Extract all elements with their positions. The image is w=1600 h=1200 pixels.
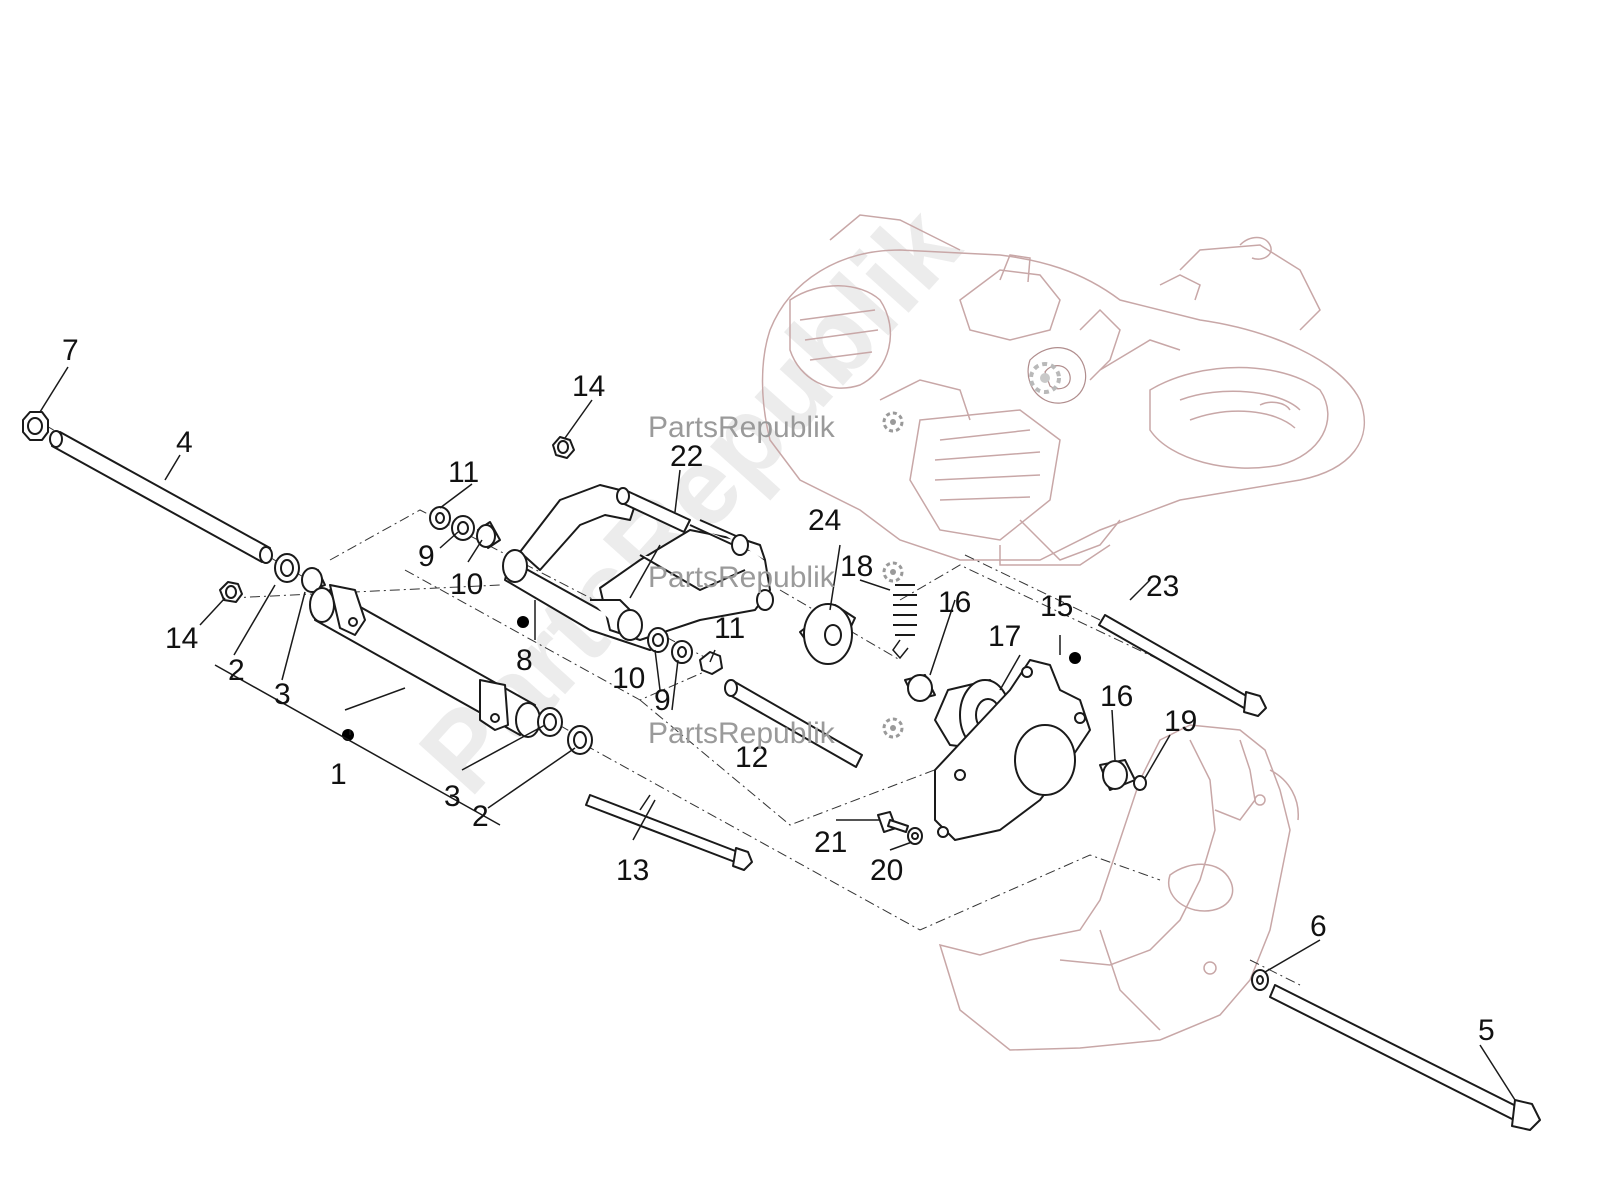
part-11-washer-lower bbox=[699, 651, 723, 675]
reference-dot-15 bbox=[1069, 652, 1081, 664]
part-1-swing-arm-tube bbox=[309, 584, 541, 738]
callout-16-lower: 16 bbox=[1100, 680, 1133, 713]
callout-5: 5 bbox=[1478, 1014, 1495, 1047]
part-11-washer-upper bbox=[429, 506, 451, 530]
callout-14-upper: 14 bbox=[572, 370, 605, 403]
gear-icon bbox=[1029, 362, 1061, 394]
callout-3-lower: 3 bbox=[444, 780, 461, 813]
callout-24: 24 bbox=[808, 504, 841, 537]
callout-12: 12 bbox=[735, 741, 768, 774]
part-5-bolt bbox=[1269, 984, 1541, 1131]
part-21-screw bbox=[877, 811, 909, 833]
callout-15: 15 bbox=[1040, 590, 1073, 623]
leader-lines bbox=[39, 366, 1516, 1101]
part-12-pin bbox=[724, 679, 863, 768]
watermark-text-1: PartsRepublik bbox=[648, 411, 836, 444]
part-19-circlip bbox=[1133, 775, 1147, 791]
part-24-rubber-cup bbox=[799, 603, 856, 665]
gear-icon bbox=[882, 561, 904, 583]
part-20-washer bbox=[907, 827, 923, 845]
callout-19: 19 bbox=[1164, 705, 1197, 738]
part-22-pin bbox=[616, 487, 691, 533]
callout-3-upper: 3 bbox=[274, 678, 291, 711]
callout-2-lower: 2 bbox=[472, 800, 489, 833]
callout-labels: 7 4 14 11 22 9 10 14 2 3 8 11 10 9 12 1 … bbox=[62, 334, 1495, 1047]
watermark-text-3: PartsRepublik bbox=[648, 717, 836, 750]
part-15-bracket bbox=[934, 659, 1091, 841]
part-18-spring bbox=[892, 584, 917, 660]
part-8-swing-link bbox=[502, 484, 774, 651]
callout-11-lower: 11 bbox=[714, 612, 745, 645]
part-13-bolt bbox=[585, 794, 753, 871]
part-3-spacer-lower bbox=[537, 707, 563, 737]
part-16-bushing-lower bbox=[1099, 759, 1136, 791]
frame-ghost bbox=[938, 724, 1299, 1051]
callout-21: 21 bbox=[814, 826, 847, 859]
callout-8: 8 bbox=[516, 644, 533, 677]
callout-9-upper: 9 bbox=[418, 540, 435, 573]
part-2-bushing-lower bbox=[567, 725, 593, 755]
part-3-spacer-upper bbox=[301, 567, 326, 593]
callout-9-lower: 9 bbox=[654, 684, 671, 717]
part-9-ring-upper bbox=[451, 515, 475, 541]
part-16-bushing-upper bbox=[904, 674, 936, 702]
watermark-text-2: PartsRepublik bbox=[648, 561, 836, 594]
part-2-bushing-upper bbox=[274, 553, 300, 583]
callout-6: 6 bbox=[1310, 910, 1327, 943]
callout-13: 13 bbox=[616, 854, 649, 887]
part-14-nut-upper bbox=[552, 436, 575, 459]
watermark-group: PartsRepublik PartsRepublik PartsRepubli… bbox=[648, 362, 1061, 750]
part-10-bush-upper bbox=[476, 521, 501, 549]
callout-2-upper: 2 bbox=[228, 654, 245, 687]
part-9-ring-lower bbox=[671, 640, 693, 664]
reference-dot-8 bbox=[517, 616, 529, 628]
callout-18: 18 bbox=[840, 550, 873, 583]
part-4-long-shaft bbox=[49, 430, 273, 564]
gear-icon bbox=[882, 717, 904, 739]
part-7-nut bbox=[22, 411, 49, 441]
part-23-bolt bbox=[1098, 614, 1267, 717]
gear-icon bbox=[882, 411, 904, 433]
callout-10-lower: 10 bbox=[612, 662, 645, 695]
part-6-washer bbox=[1251, 969, 1269, 991]
callout-7: 7 bbox=[62, 334, 79, 367]
callout-1: 1 bbox=[330, 758, 347, 791]
callout-14-lower: 14 bbox=[165, 622, 198, 655]
callout-4: 4 bbox=[176, 426, 193, 459]
engine-ghost bbox=[761, 214, 1365, 566]
part-10-bush-lower bbox=[647, 627, 669, 653]
callout-11-upper: 11 bbox=[448, 456, 479, 489]
callout-17: 17 bbox=[988, 620, 1021, 653]
callout-20: 20 bbox=[870, 854, 903, 887]
callout-22: 22 bbox=[670, 440, 703, 473]
callout-16-upper: 16 bbox=[938, 586, 971, 619]
callout-10-upper: 10 bbox=[450, 568, 483, 601]
callout-23: 23 bbox=[1146, 570, 1179, 603]
